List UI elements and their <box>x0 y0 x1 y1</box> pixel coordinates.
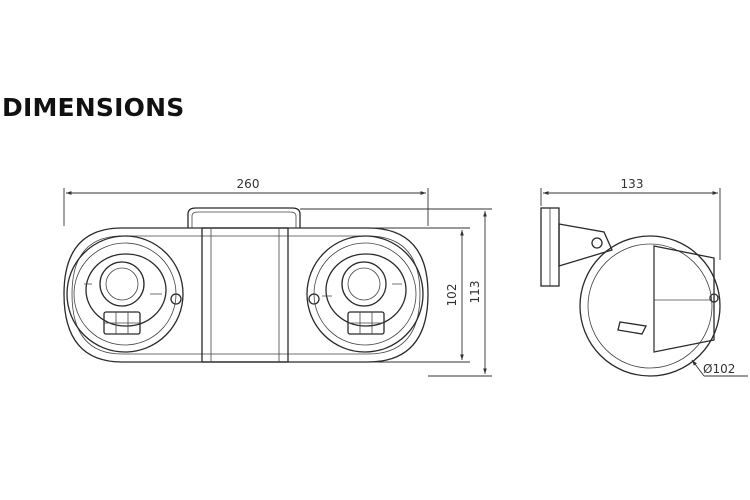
front-width-dimension <box>63 188 429 226</box>
front-mount-bracket <box>187 207 301 228</box>
right-sensor <box>308 293 320 305</box>
side-depth-label: 133 <box>621 177 644 191</box>
front-center-block <box>201 227 289 363</box>
side-arm-screw <box>591 237 603 249</box>
side-depth-dimension <box>540 188 721 260</box>
page-title: DIMENSIONS <box>2 93 185 122</box>
side-screw <box>709 293 719 303</box>
front-width-label: 260 <box>237 177 260 191</box>
front-total-height-dimension <box>300 208 492 377</box>
side-housing <box>579 235 721 377</box>
side-view <box>540 207 721 377</box>
left-lens-module <box>66 235 184 353</box>
right-lens <box>341 261 387 307</box>
left-lens <box>99 261 145 307</box>
side-diameter-label: Ø102 <box>703 362 735 376</box>
front-total-height-label: 113 <box>468 281 482 304</box>
side-sunshield-clip <box>617 321 647 335</box>
front-body-height-label: 102 <box>445 284 459 307</box>
right-lens-module <box>306 235 424 353</box>
front-view <box>63 207 429 363</box>
side-arm <box>558 223 613 267</box>
left-sensor <box>170 293 182 305</box>
front-body-height-dimension <box>372 227 470 363</box>
front-housing <box>63 227 429 363</box>
side-diameter-leader <box>691 359 748 377</box>
